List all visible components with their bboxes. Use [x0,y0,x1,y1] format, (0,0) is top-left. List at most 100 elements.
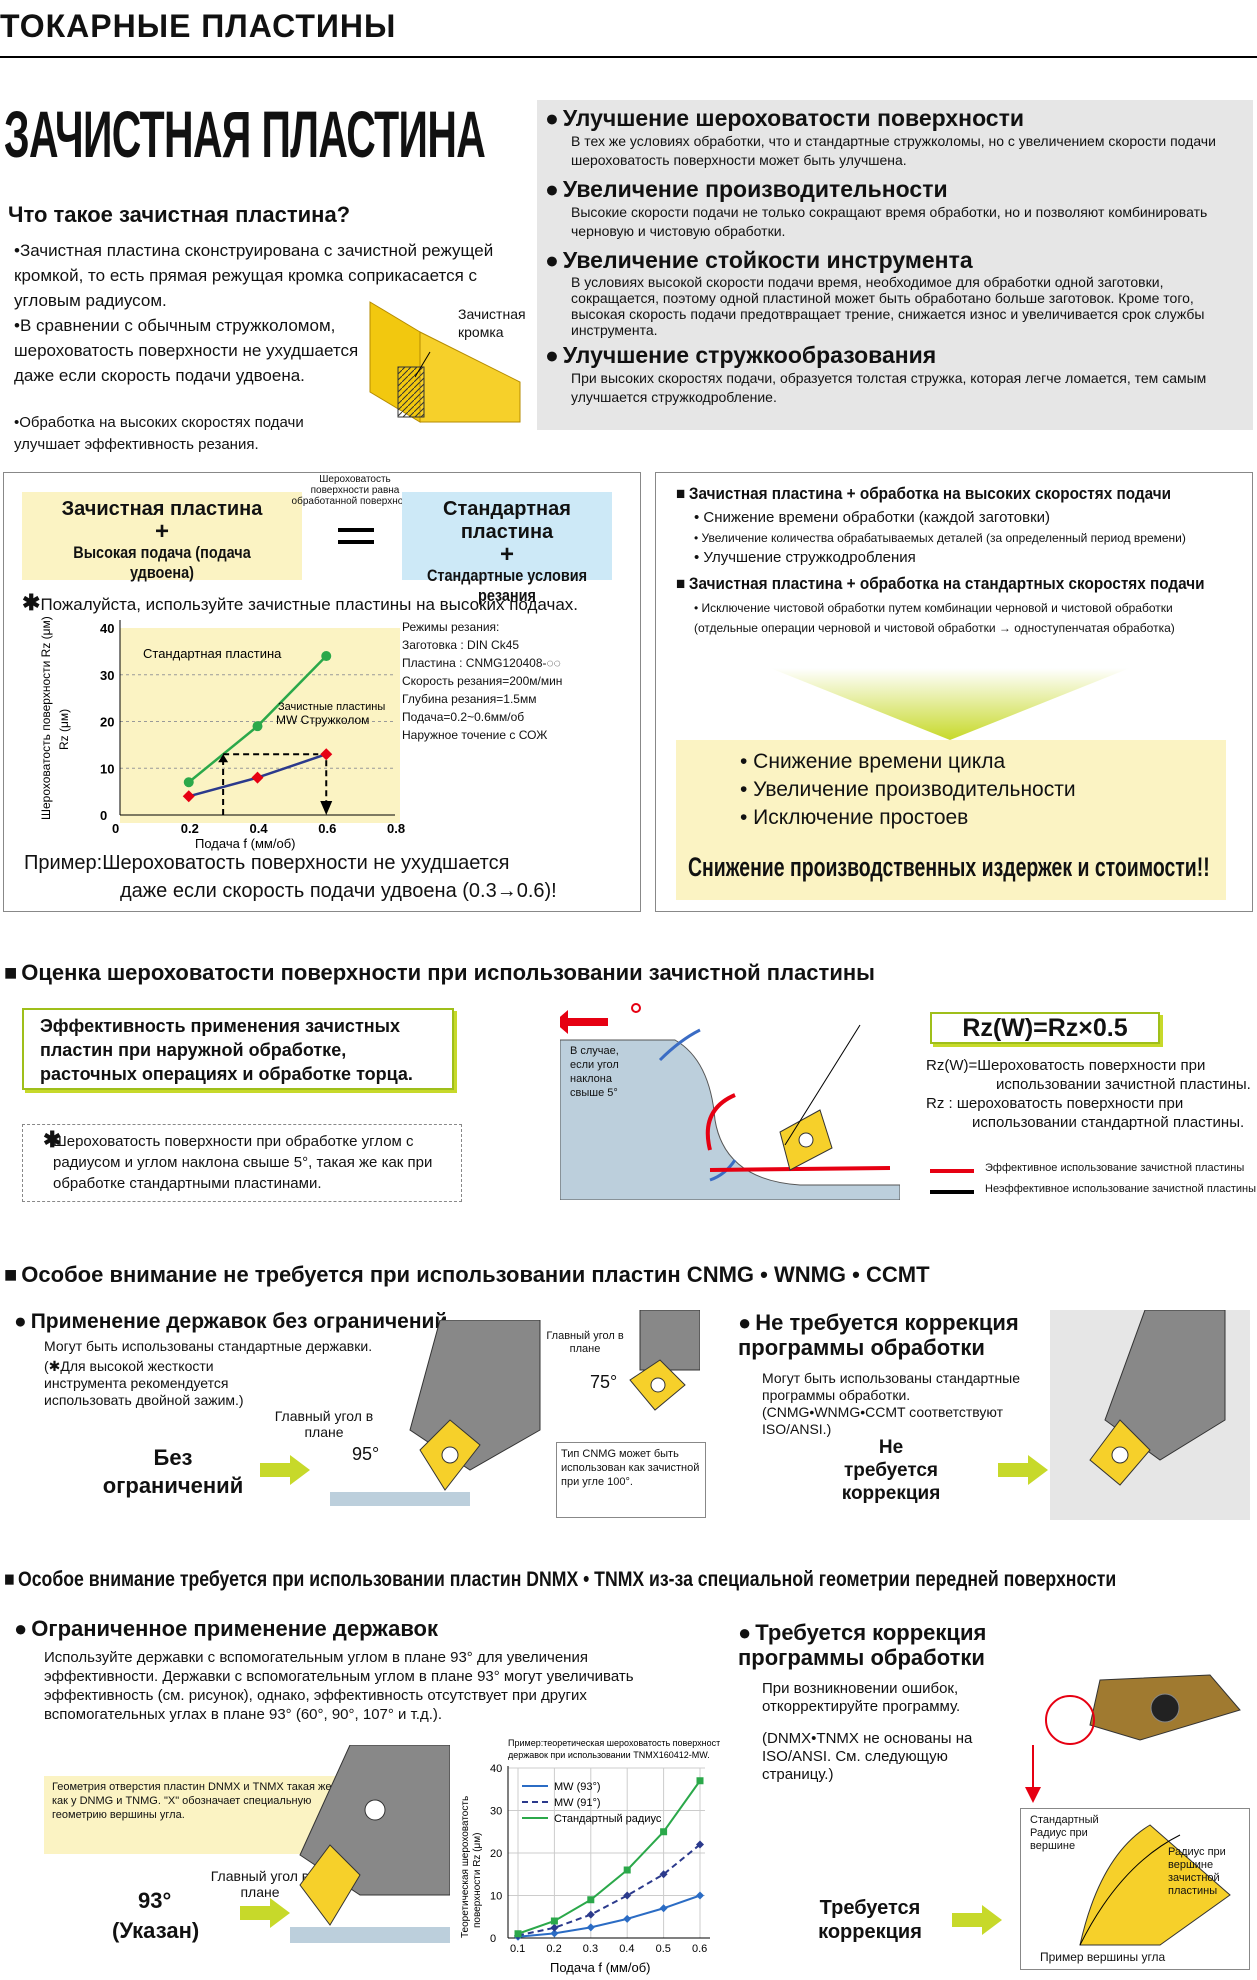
effects-list-2: • Исключение чистовой обработки путем ко… [694,598,1246,638]
x-tick-label: 0.1 [510,1943,525,1955]
no-limit-note: (✱Для высокой жесткости инструмента реко… [44,1358,244,1408]
standard-condition: Стандартная пластина + Стандартные услов… [402,492,612,605]
benefit-title-4: Улучшение стружкообразования [545,342,1245,369]
slope-note: ✱Шероховатость поверхности при обработке… [22,1124,462,1202]
benefit-desc-1: В тех же условиях обработки, что и станд… [571,133,1216,168]
effects-1-item-2: • Улучшение стружкодробления [694,549,916,566]
slope-label: В случае, если угол наклона свыше 5° [570,1045,619,1099]
data-point [183,777,194,788]
arrow-right-icon [260,1455,310,1485]
y-tick-label: 30 [100,668,114,683]
benefit-desc-2: Высокие скорости подачи не только сокращ… [571,204,1208,239]
equals-sign [338,528,374,544]
cond-6: Наружное точение с СОЖ [402,728,548,742]
angle-label-3: Главный угол в плане [210,1868,310,1900]
cond-1: Заготовка : DIN Ck45 [402,638,520,652]
x-tick-label: 0.3 [583,1943,598,1955]
wiper-label: Зачистная пластина [61,498,263,520]
x-axis-label: Подача f (мм/об) [195,836,295,851]
x-tick-label: 0.6 [692,1943,707,1955]
callout-arrow [1025,1745,1041,1803]
y-axis-unit: Rz (μм) [57,709,71,750]
high-feed-note: ✱Пожалуйста, используйте зачистные пласт… [22,590,579,615]
legend-label: Стандартный радиус [554,1813,662,1825]
y-tick-label: 30 [490,1806,502,1818]
data-point [252,721,263,732]
angle-95: 95° [352,1444,380,1464]
data-point [696,1840,704,1849]
arrow-right-icon-2 [998,1455,1048,1485]
arrow-right-icon-4 [952,1905,1002,1935]
example-line-2: даже если скорость подачи удвоена (0.3→0… [120,880,557,902]
data-point [623,1891,632,1900]
chart2-xlabel: Подача f (мм/об) [550,1960,650,1975]
legend-effective: Эффективное использование зачистной плас… [985,1162,1245,1174]
correction-desc: При возникновении ошибок, откорректируйт… [762,1680,961,1715]
what-text-1: •Зачистная пластина сконструирована с за… [14,241,494,310]
legend-ineffective: Неэффективное использование зачистной пл… [985,1183,1256,1195]
benefit-title-3: Увеличение стойкости инструмента [545,247,1245,274]
holder-diagram-3 [1050,1310,1250,1520]
insert-photo [1045,1674,1241,1745]
comparison-box [3,472,641,912]
down-arrow-icon [770,668,1130,740]
y-tick-label: 40 [100,621,114,636]
data-point [659,1870,668,1879]
data-point [320,748,333,761]
result-list: • Снижение времени цикла • Увеличение пр… [740,748,1076,832]
no-correction-label: Не требуется коррекция [841,1437,941,1504]
data-point [660,1828,668,1836]
data-point [696,1891,704,1900]
effects-2-item-1: (отдельные операции черновой и чистовой … [694,621,1175,635]
correction-title: Требуется коррекция программы обработки [738,1620,1078,1670]
cnmg-note: Тип CNMG может быть использован как зачи… [556,1442,706,1518]
tip-example-label: Пример вершины угла [1040,1950,1166,1964]
cond-5: Подача=0.2~0.6мм/об [402,710,525,724]
formula-box: Rz(W)=Rz×0.5 [930,1012,1160,1044]
x-tick-label: 0.6 [318,821,336,836]
data-point [586,1923,595,1932]
effects-1-item-0: • Снижение времени обработки (каждой заг… [694,509,1051,526]
angle-label-1: Главный угол в плане [274,1408,374,1440]
arrow-right-icon-3 [240,1898,290,1928]
std-radius-label: Стандартный Радиус при вершине [1030,1814,1099,1852]
header-title: ТОКАРНЫЕ ПЛАСТИНЫ [0,8,397,44]
dnmx-note: Геометрия отверстия пластин DNMX и TNMX … [44,1776,344,1854]
limited-desc: Используйте державки с вспомогательным у… [44,1649,634,1723]
series-line-1 [517,1843,701,1937]
cond-4: Глубина резания=1.5мм [402,692,537,706]
slope-note-text: Шероховатость поверхности при обработке … [53,1133,433,1192]
data-point [550,1917,558,1925]
formula-def-1b: использовании зачистной пластины. [996,1076,1251,1093]
no-correction-title: Не требуется коррекция программы обработ… [738,1310,1128,1360]
x-tick-label: 0.2 [546,1943,561,1955]
data-point [587,1896,595,1904]
series-line-2 [517,1780,701,1935]
no-limit-desc: Могут быть использованы стандартные держ… [44,1338,373,1354]
page-header: ТОКАРНЫЕ ПЛАСТИНЫ [0,8,1257,58]
efficiency-box: Эффективность применения зачистных пласт… [22,1008,454,1090]
y-axis-label: Шероховатость поверхности Rz (μм) [39,616,53,820]
y-tick-label: 0 [100,808,107,823]
cond-3: Скорость резания=200м/мин [402,674,563,688]
result-item-1: • Увеличение производительности [740,778,1076,801]
angle-label-2: Главный угол в плане [546,1330,624,1355]
data-point [550,1923,559,1932]
section-3-heading: Особое внимание не требуется при использ… [4,1262,929,1288]
what-text-2: •В сравнении с обычным стружколомом, шер… [14,316,359,385]
y-tick-label: 0 [490,1933,496,1945]
effects-heading-2: Зачистная пластина + обработка на станда… [676,574,1205,594]
chart2-ylabel-2: поверхности Rz (μм) [472,1832,483,1928]
data-point [659,1904,668,1913]
example-line-1: Пример:Шероховатость поверхности не ухуд… [24,852,510,874]
plus-1: + [154,518,169,545]
theoretical-roughness-chart: Пример:теоретическая шероховатость повер… [460,1738,720,1975]
wiper-radius-label: Радиус при вершине зачистной пластины [1168,1846,1226,1897]
benefit-desc-3: В условиях высокой скорости подачи время… [571,274,1205,338]
data-point [182,790,195,803]
y-tick-label: 40 [490,1763,502,1775]
formula-def-1: Rz(W)=Шероховатость поверхности при [926,1057,1206,1074]
wiper-edge-illustration [369,301,521,423]
indicated-label: (Указан) [112,1918,200,1943]
